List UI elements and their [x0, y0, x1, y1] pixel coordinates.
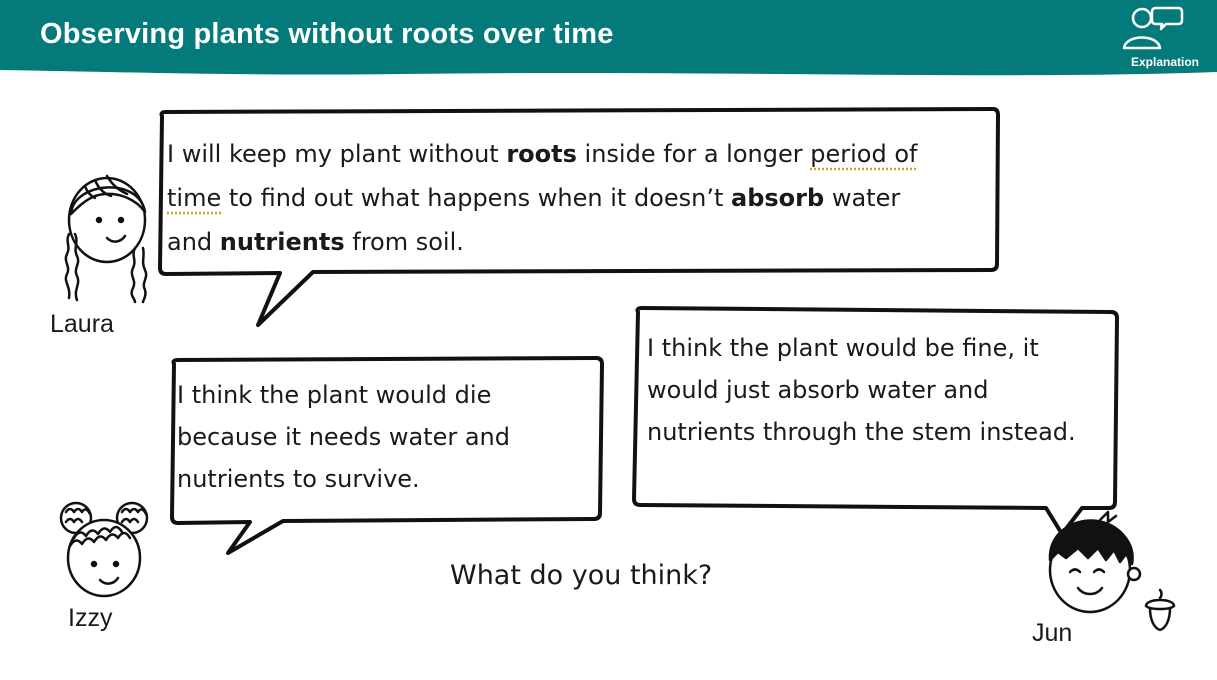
acorn-icon	[1144, 588, 1176, 632]
izzy-avatar	[59, 501, 149, 598]
laura-text-fragment: I will keep my plant without	[167, 140, 507, 168]
keyword-nutrients: nutrients	[219, 228, 345, 256]
izzy-speech-text: I think the plant would die because it n…	[177, 374, 597, 500]
laura-text-fragment: from soil.	[344, 228, 464, 256]
discussion-prompt: What do you think?	[450, 560, 713, 591]
jun-speech-bubble	[632, 306, 1119, 536]
keyword-roots: roots	[506, 140, 577, 168]
explanation-badge: Explanation	[1120, 4, 1210, 72]
laura-text-fragment: and	[167, 228, 220, 256]
jun-name-label: Jun	[1032, 619, 1073, 647]
jun-text-line: would just absorb water and	[647, 376, 989, 404]
laura-speech-bubble	[158, 107, 1000, 327]
dotted-underlined-text: time	[167, 184, 222, 212]
jun-avatar	[1048, 510, 1142, 614]
laura-avatar	[64, 174, 148, 304]
header-background	[0, 0, 1217, 76]
header-banner: Observing plants without roots over time…	[0, 0, 1217, 80]
izzy-text-line: because it needs water and	[177, 423, 510, 451]
laura-text-fragment: to find out what happens when it doesn’t	[221, 184, 732, 212]
laura-speech-text: I will keep my plant without roots insid…	[167, 132, 997, 264]
jun-text-line: nutrients through the stem instead.	[647, 418, 1076, 446]
izzy-text-line: nutrients to survive.	[177, 465, 420, 493]
dotted-underlined-text: period of	[810, 140, 918, 168]
laura-text-fragment: water	[824, 184, 901, 212]
people-speech-icon	[1122, 6, 1184, 50]
izzy-text-line: I think the plant would die	[177, 381, 492, 409]
laura-text-fragment: inside for a longer	[576, 140, 811, 168]
izzy-name-label: Izzy	[68, 604, 113, 632]
jun-text-line: I think the plant would be fine, it	[647, 334, 1039, 362]
explanation-label: Explanation	[1130, 55, 1199, 69]
laura-name-label: Laura	[50, 310, 114, 338]
jun-speech-text: I think the plant would be fine, it woul…	[647, 327, 1112, 453]
keyword-absorb: absorb	[731, 184, 825, 212]
page-title: Observing plants without roots over time	[40, 18, 614, 50]
izzy-speech-bubble	[170, 356, 604, 555]
